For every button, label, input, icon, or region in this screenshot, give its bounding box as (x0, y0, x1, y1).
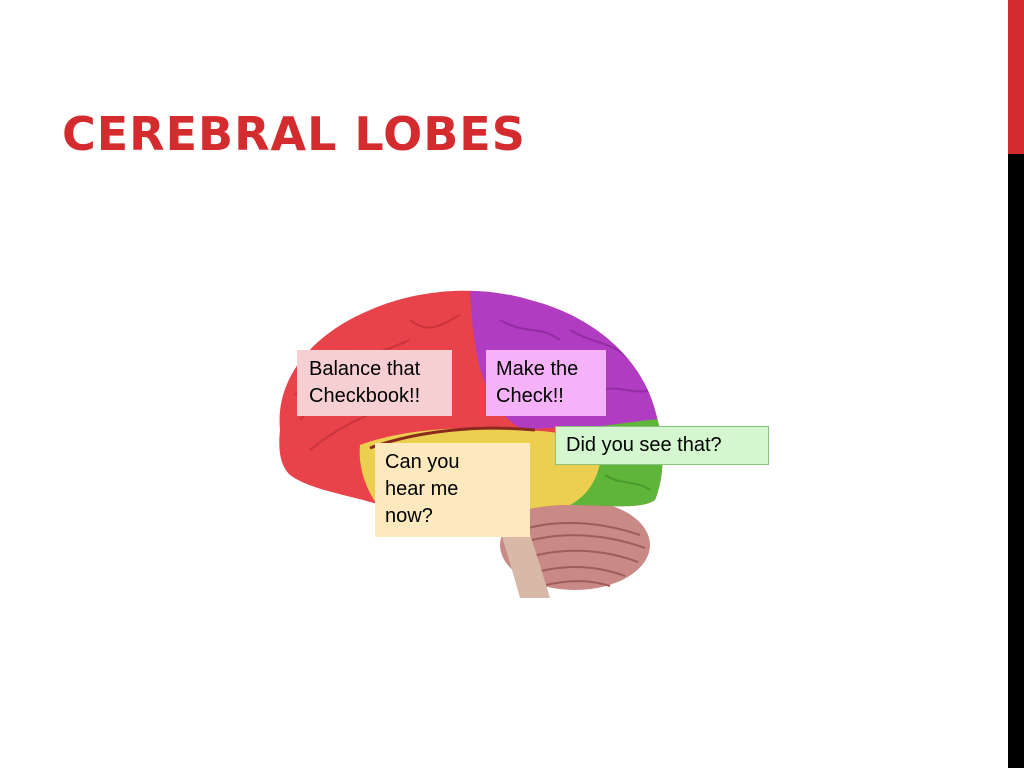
side-bar (1008, 154, 1024, 768)
callout-line: now? (385, 505, 433, 527)
temporal-lobe-callout: Can you hear me now? (375, 443, 530, 537)
callout-line: Checkbook!! (309, 385, 421, 407)
callout-line: Did you see that? (566, 434, 722, 456)
callout-line: Check!! (496, 385, 564, 407)
frontal-lobe-callout: Balance that Checkbook!! (297, 350, 452, 416)
callout-line: Can you (385, 451, 460, 473)
slide-title: CEREBRAL LOBES (62, 107, 526, 161)
lateral-sulcus-line (369, 426, 536, 450)
callout-line: hear me (385, 478, 459, 500)
parietal-lobe-callout: Make the Check!! (486, 350, 606, 416)
accent-bar (1008, 0, 1024, 154)
occipital-lobe-callout: Did you see that? (555, 426, 769, 465)
callout-line: Make the (496, 358, 579, 380)
callout-line: Balance that (309, 358, 421, 380)
